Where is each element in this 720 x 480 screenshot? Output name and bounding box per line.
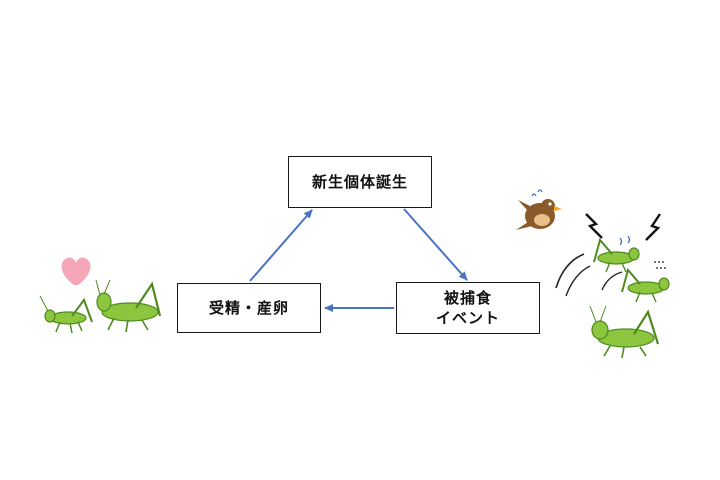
- bird-icon: [516, 189, 562, 230]
- large-grasshopper-icon: [95, 279, 162, 333]
- fleeing-grasshopper-middle-icon: [621, 267, 670, 303]
- grasshopper-couple-illustration: [39, 257, 162, 334]
- node-birth-label: 新生個体誕生: [311, 172, 408, 191]
- predation-illustration: [516, 189, 670, 359]
- node-fertilization-spawning: 受精・産卵: [177, 283, 321, 333]
- node-predation-label-line1: 被捕食: [443, 288, 492, 307]
- motion-lines-icon: [555, 253, 666, 297]
- fleeing-grasshopper-top-icon: [593, 237, 640, 273]
- small-grasshopper-icon: [39, 295, 93, 334]
- node-predation-event: 被捕食 イベント: [396, 282, 540, 334]
- node-predation-label-line2: イベント: [435, 309, 500, 327]
- node-mating-label: 受精・産卵: [208, 298, 289, 317]
- arrow-mating-to-birth: [249, 209, 313, 282]
- shock-marks-icon: [585, 213, 661, 246]
- heart-icon: [61, 257, 91, 285]
- fleeing-grasshopper-large-icon: [589, 305, 660, 359]
- arrow-birth-to-predation: [403, 208, 468, 281]
- node-new-individual-birth: 新生個体誕生: [288, 156, 432, 208]
